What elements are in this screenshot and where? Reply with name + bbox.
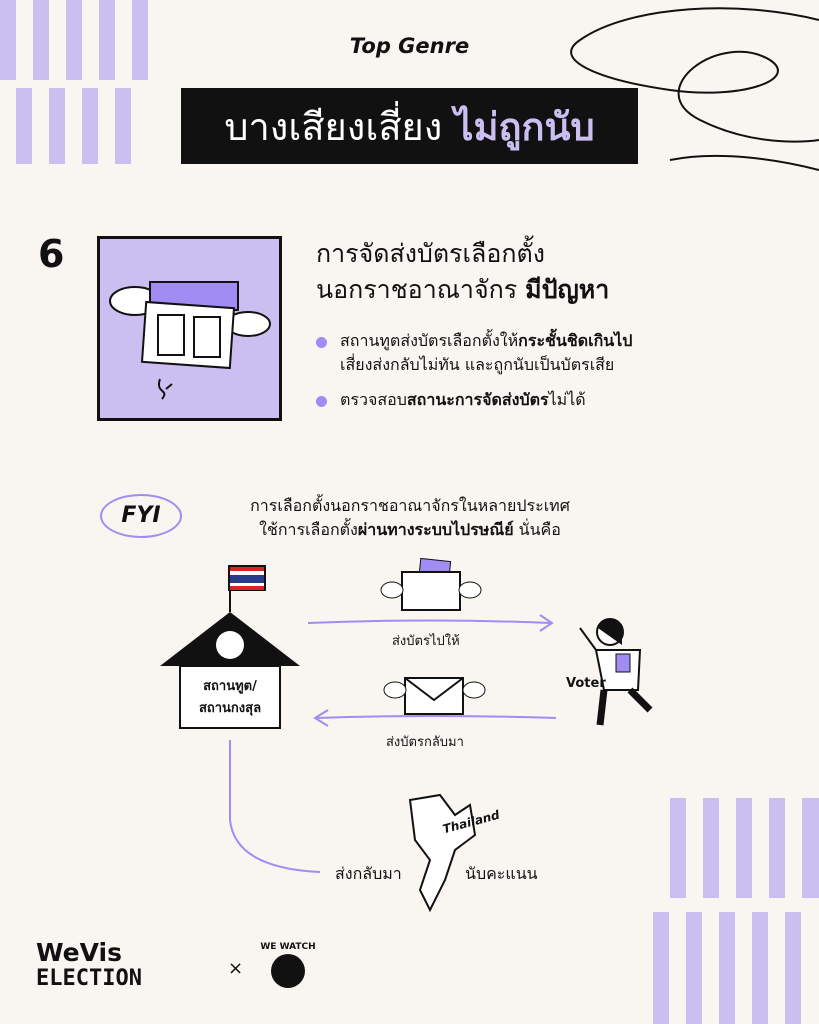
fyi-badge: FYI [100,494,182,538]
logo-text: WeVis [36,938,122,967]
thai-flag-icon [228,565,266,612]
decor-stripe [686,912,702,1024]
bullet-text: สถานทูตส่งบัตรเลือกตั้งให้ [340,331,519,350]
decor-stripe [802,798,819,898]
decor-stripe [736,798,752,898]
heading-line-2: นอกราชอาณาจักร มีปัญหา [316,272,609,308]
bullet-text: ตรวจสอบ [340,390,407,409]
logo-text: WE WATCH [260,942,316,952]
decor-stripe [16,88,32,164]
fyi-bold: ผ่านทางระบบไปรษณีย์ [357,520,514,539]
decor-stripe [0,0,16,80]
bullet-bold: สถานะการจัดส่งบัตร [406,390,549,409]
embassy-label-line: สถานทูต/ [203,679,257,694]
decor-stripe [670,798,686,898]
mail-diagram [160,557,653,913]
decor-stripe [99,0,115,80]
decor-stripe [33,0,49,80]
count-label: นับคะแนน [465,864,538,883]
decor-stripe [115,88,131,164]
thailand-map-icon [408,793,477,913]
fyi-text-part: ใช้การเลือกตั้ง [259,520,358,539]
send-home-arrow [229,740,321,873]
page-title: บางเสียงเสี่ยง ไม่ถูกนับ [181,88,638,164]
decor-stripe [703,798,719,898]
cross-symbol: × [228,958,244,979]
return-label: ส่งบัตรกลับมา [386,735,464,750]
heading-line-2-text: นอกราชอาณาจักร [316,275,518,304]
heading-line-1: การจัดส่งบัตรเลือกตั้ง [316,239,545,268]
fyi-line-1: การเลือกตั้งนอกราชอาณาจักรในหลายประเทศ [250,496,570,515]
send-home-label: ส่งกลับมา [335,864,402,883]
flying-ballot-illustration [97,236,282,421]
envelope-with-ballot-icon [380,557,482,611]
scribble-decoration [570,7,819,171]
bullet-bold: กระชั้นชิดเกินไป [518,331,633,350]
genre-label: Top Genre [349,34,470,58]
decor-stripe [769,798,785,898]
bullet-item: ตรวจสอบสถานะการจัดส่งบัตรไม่ได้ [316,388,586,412]
embassy-label-line: สถานกงสุล [198,701,262,716]
bullet-item: สถานทูตส่งบัตรเลือกตั้งให้กระชั้นชิดเกิน… [316,329,716,377]
decor-stripe [66,0,82,80]
bullet-text: เสี่ยงส่งกลับไม่ทัน และถูกนับเป็นบัตรเสี… [340,355,615,374]
wewatch-logo: WE WATCH [256,942,320,988]
logo-text: ELECTION [36,966,142,991]
bullet-text: ไม่ได้ [548,390,586,409]
item-number: 6 [38,232,65,276]
decor-stripe [719,912,735,1024]
decor-stripe [132,0,148,80]
title-normal: บางเสียงเสี่ยง [224,104,443,149]
fyi-text-part: นั่นคือ [513,520,561,539]
envelope-return-icon [383,677,486,715]
decor-stripe [653,912,669,1024]
decor-stripe [82,88,98,164]
heading-bold: มีปัญหา [525,275,610,304]
send-label: ส่งบัตรไปให้ [392,634,460,649]
eye-icon [271,954,305,988]
return-arrow [313,709,557,727]
item-heading: การจัดส่งบัตรเลือกตั้ง นอกราชอาณาจักร มี… [316,236,609,308]
send-arrow [307,614,554,632]
decor-stripe [752,912,768,1024]
embassy-label: สถานทูต/ สถานกงสุล [182,676,278,720]
voter-label: Voter [566,676,606,691]
voter-figure-icon [579,618,653,726]
decor-stripe [49,88,65,164]
ballot-wings-icon [109,281,271,400]
fyi-text: การเลือกตั้งนอกราชอาณาจักรในหลายประเทศ ใ… [200,494,620,542]
title-highlight: ไม่ถูกนับ [454,104,595,149]
decor-stripe [785,912,801,1024]
wevis-election-logo: WeVis ELECTION [36,940,142,992]
fyi-line-2: ใช้การเลือกตั้งผ่านทางระบบไปรษณีย์ นั่นค… [200,518,620,542]
embassy-building-icon [160,612,300,729]
